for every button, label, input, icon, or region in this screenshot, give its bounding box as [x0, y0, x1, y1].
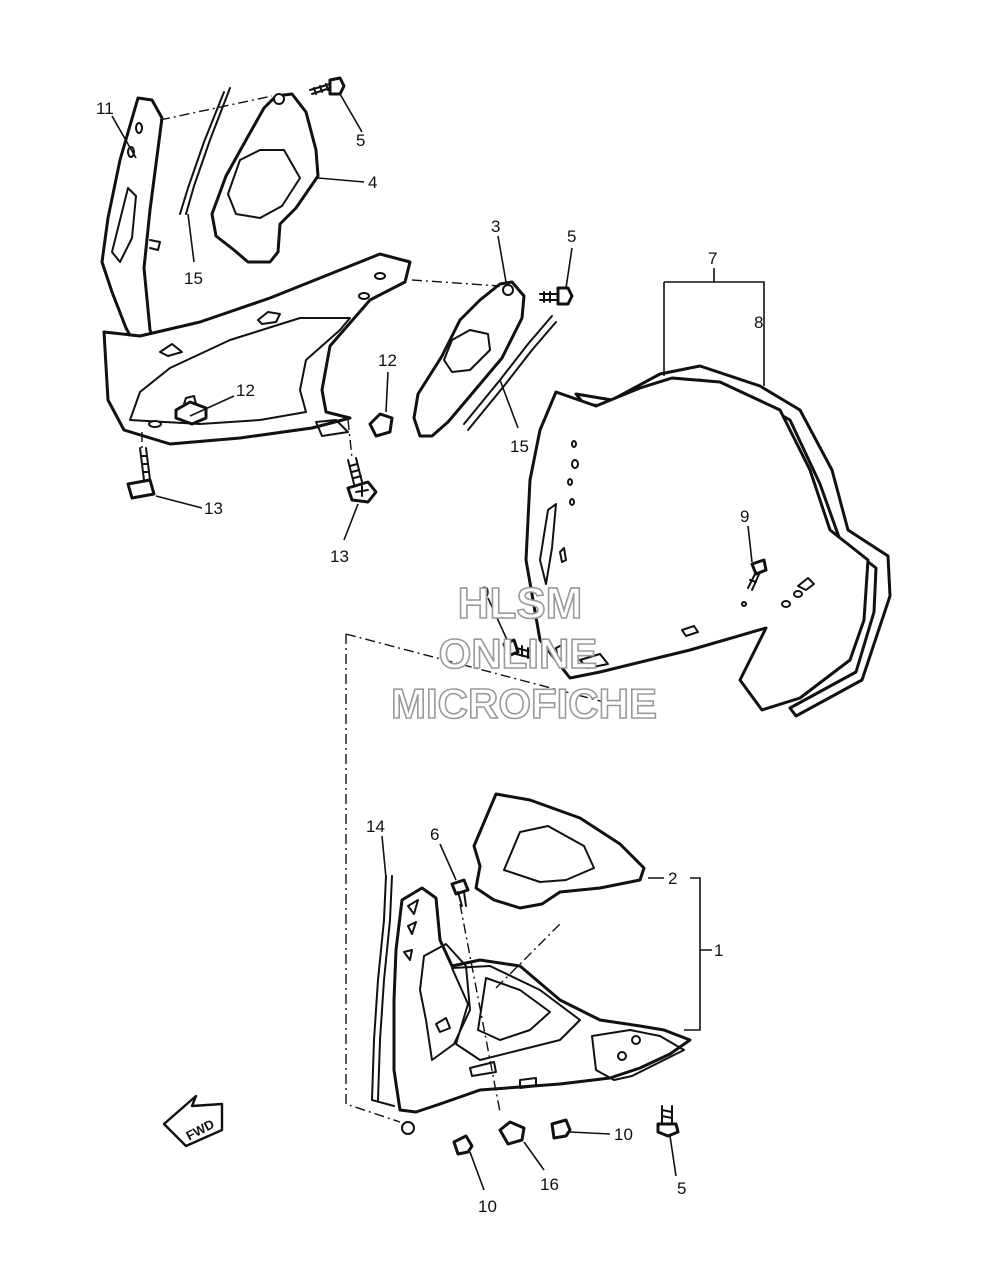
air-duct-4 [210, 92, 320, 264]
callout-2: 2 [668, 869, 677, 888]
seal-strip-15-right [463, 315, 557, 431]
callout-13-left: 13 [204, 499, 223, 518]
bolt-5-top [309, 76, 346, 96]
bolt-5-bottom [656, 1105, 680, 1138]
clip-12-right [368, 412, 394, 438]
watermark-line1: HLSM [458, 579, 583, 628]
seal-strip-15-left [179, 87, 231, 215]
align-line [347, 419, 353, 459]
callout-9-left: 9 [480, 583, 489, 602]
callout-15-left: 15 [184, 269, 203, 288]
callout-6: 6 [430, 825, 439, 844]
screw-13-right [346, 457, 378, 504]
bolt-5-mid [539, 286, 574, 306]
align-line [495, 923, 561, 989]
callout-10-low: 10 [478, 1197, 497, 1216]
watermark-line3: MICROFICHE [391, 680, 657, 727]
windscreen [524, 364, 892, 718]
align-line [345, 633, 605, 703]
callout-4: 4 [368, 173, 377, 192]
watermark: HLSM ONLINE MICROFICHE [390, 578, 658, 728]
align-line [345, 634, 401, 1123]
callout-13-right: 13 [330, 547, 349, 566]
callout-labels: 11 4 5 15 3 5 7 8 12 12 15 13 13 9 9 14 … [96, 99, 763, 1216]
callout-5-bottom: 5 [677, 1179, 686, 1198]
callout-9-right: 9 [740, 507, 749, 526]
clip-12-left [174, 395, 208, 426]
callout-12-right: 12 [378, 351, 397, 370]
screw-9-left [502, 638, 533, 659]
callout-11: 11 [96, 99, 114, 118]
air-duct-3 [412, 280, 526, 438]
callout-3: 3 [491, 217, 500, 236]
callout-15-right: 15 [510, 437, 529, 456]
strip-14 [371, 875, 395, 1107]
callout-16: 16 [540, 1175, 559, 1194]
callout-1: 1 [714, 941, 723, 960]
lower-cowl [102, 252, 412, 446]
leader-lines [111, 93, 765, 1191]
callout-8: 8 [754, 313, 763, 332]
grommet-10-low [452, 1134, 474, 1156]
grommet-10-mid [550, 1118, 572, 1140]
upper-cowl-assembly [392, 792, 692, 1135]
align-line [411, 279, 501, 287]
screw-6 [450, 878, 470, 907]
callout-7: 7 [708, 249, 717, 268]
callout-10-mid: 10 [614, 1125, 633, 1144]
fwd-arrow-icon: FWD [162, 1094, 224, 1148]
watermark-line2: ONLINE [439, 630, 598, 677]
screw-9-right [741, 558, 768, 607]
callout-5-top: 5 [356, 131, 365, 150]
align-line [459, 903, 501, 1113]
clip-16 [498, 1120, 526, 1146]
callout-5-mid: 5 [567, 227, 576, 246]
callout-14: 14 [366, 817, 385, 836]
callout-12-left: 12 [236, 381, 255, 400]
screw-13-left [126, 447, 156, 500]
align-line [159, 95, 273, 121]
